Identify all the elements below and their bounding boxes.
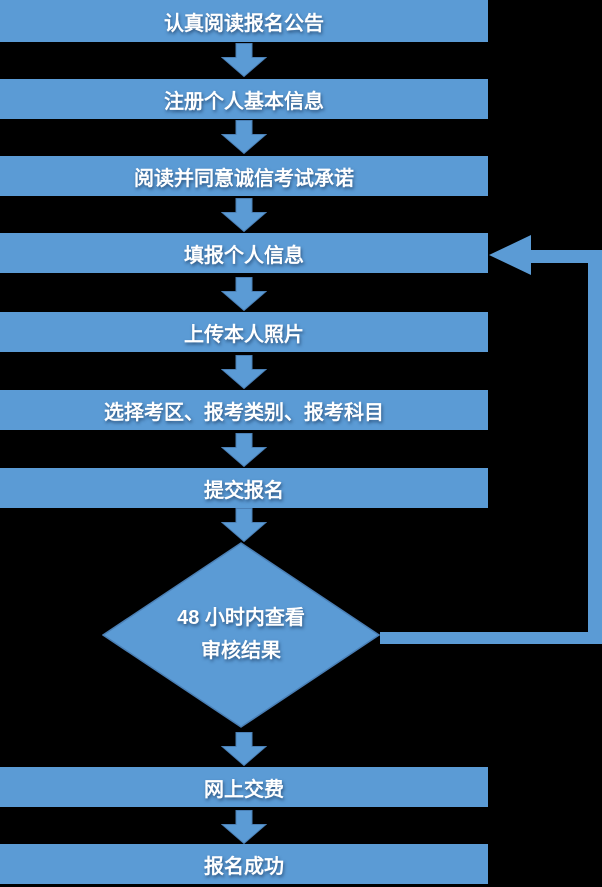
step-box-read-announcement: 认真阅读报名公告 bbox=[0, 0, 488, 42]
step-box-fill-personal-info: 填报个人信息 bbox=[0, 233, 488, 273]
down-arrow-icon bbox=[221, 732, 267, 766]
step-label: 认真阅读报名公告 bbox=[164, 12, 324, 35]
step-label: 上传本人照片 bbox=[184, 323, 304, 346]
step-box-upload-photo: 上传本人照片 bbox=[0, 312, 488, 352]
decision-label-line2: 审核结果 bbox=[201, 640, 281, 662]
step-label: 选择考区、报考类别、报考科目 bbox=[104, 401, 384, 424]
down-arrow-icon bbox=[221, 198, 267, 232]
step-box-registration-success: 报名成功 bbox=[0, 844, 488, 884]
loop-left-arrowhead-icon bbox=[489, 235, 531, 275]
down-arrow-icon bbox=[221, 508, 267, 542]
step-box-register-basic-info: 注册个人基本信息 bbox=[0, 79, 488, 119]
loop-line-vertical bbox=[588, 250, 602, 644]
down-arrow-icon bbox=[221, 810, 267, 844]
diamond-shape-icon bbox=[102, 542, 380, 728]
down-arrow-icon bbox=[221, 433, 267, 467]
step-box-agree-integrity-commitment: 阅读并同意诚信考试承诺 bbox=[0, 156, 488, 196]
decision-label-line1: 48 小时内查看 bbox=[177, 607, 305, 629]
step-box-select-exam-area-category-subject: 选择考区、报考类别、报考科目 bbox=[0, 390, 488, 430]
step-box-submit-registration: 提交报名 bbox=[0, 468, 488, 508]
step-box-pay-online: 网上交费 bbox=[0, 767, 488, 807]
down-arrow-icon bbox=[221, 43, 267, 77]
loop-line-top bbox=[531, 250, 602, 263]
decision-review-result: 48 小时内查看 审核结果 bbox=[102, 542, 380, 728]
loop-line-bottom bbox=[380, 632, 602, 644]
down-arrow-icon bbox=[221, 120, 267, 154]
step-label: 网上交费 bbox=[204, 778, 284, 801]
down-arrow-icon bbox=[221, 355, 267, 389]
step-label: 填报个人信息 bbox=[184, 244, 304, 267]
step-label: 阅读并同意诚信考试承诺 bbox=[134, 167, 354, 190]
step-label: 提交报名 bbox=[204, 479, 284, 502]
step-label: 注册个人基本信息 bbox=[164, 90, 324, 113]
decision-label: 48 小时内查看 审核结果 bbox=[102, 542, 380, 728]
down-arrow-icon bbox=[221, 277, 267, 311]
step-label: 报名成功 bbox=[204, 855, 284, 878]
